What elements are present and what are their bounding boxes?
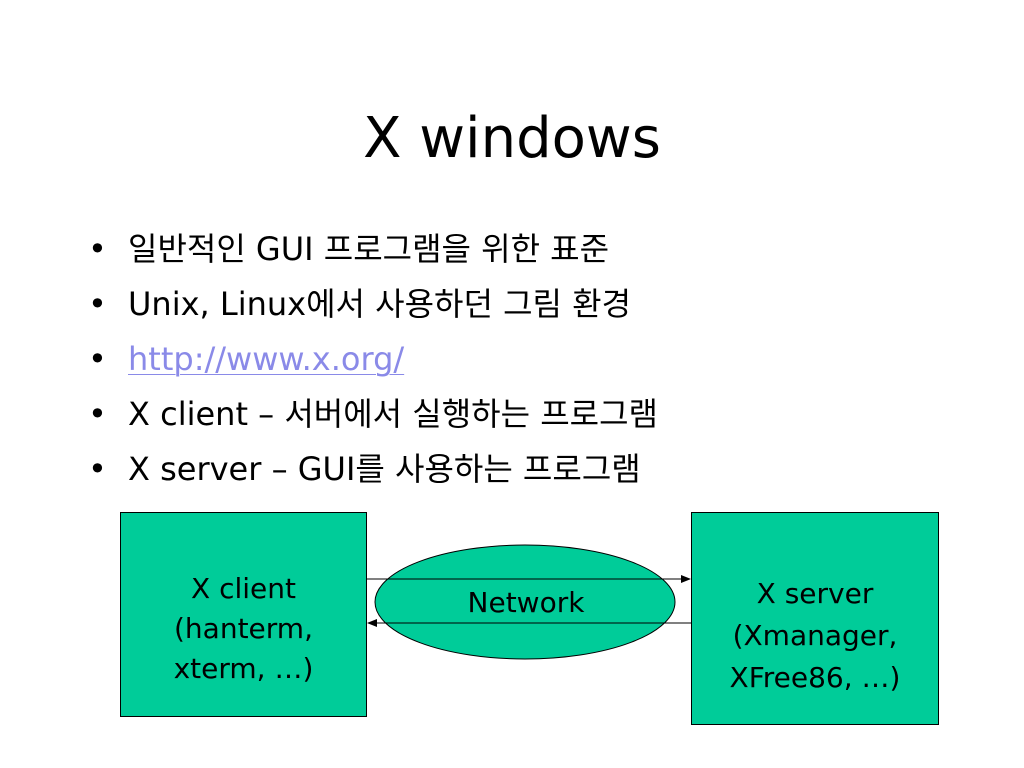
x-server-box: X server (Xmanager, XFree86, …) [691,512,939,725]
network-label: Network [467,586,585,619]
bullet-dot-icon: • [88,450,107,488]
x-client-detail-line2: xterm, …) [173,652,314,685]
bullet-item: • Unix, Linux에서 사용하던 그림 환경 [88,277,658,332]
bullet-item: • 일반적인 GUI 프로그램을 위한 표준 [88,222,658,277]
x-org-link[interactable]: http://www.x.org/ [128,340,405,378]
slide-title: X windows [363,106,661,171]
x-server-detail-line2: XFree86, …) [729,661,901,694]
x-server-detail-line1: (Xmanager, [732,619,898,652]
bullet-text: Unix, Linux에서 사용하던 그림 환경 [128,285,632,323]
bullet-item: • X client – 서버에서 실행하는 프로그램 [88,387,658,442]
bullet-text: 일반적인 GUI 프로그램을 위한 표준 [128,230,610,268]
bullet-item: • http://www.x.org/ [88,332,658,387]
bullet-dot-icon: • [88,340,107,378]
x-client-box: X client (hanterm, xterm, …) [120,512,367,717]
bullet-item: • X server – GUI를 사용하는 프로그램 [88,442,658,497]
bullet-text: X server – GUI를 사용하는 프로그램 [128,450,641,488]
bullet-dot-icon: • [88,230,107,268]
x-client-detail-line1: (hanterm, [174,612,313,645]
x-client-name: X client [191,572,296,605]
x-server-name: X server [756,577,874,610]
bullet-text: X client – 서버에서 실행하는 프로그램 [128,395,658,433]
bullet-dot-icon: • [88,285,107,323]
bullet-list: • 일반적인 GUI 프로그램을 위한 표준 • Unix, Linux에서 사… [88,222,658,497]
bullet-dot-icon: • [88,395,107,433]
